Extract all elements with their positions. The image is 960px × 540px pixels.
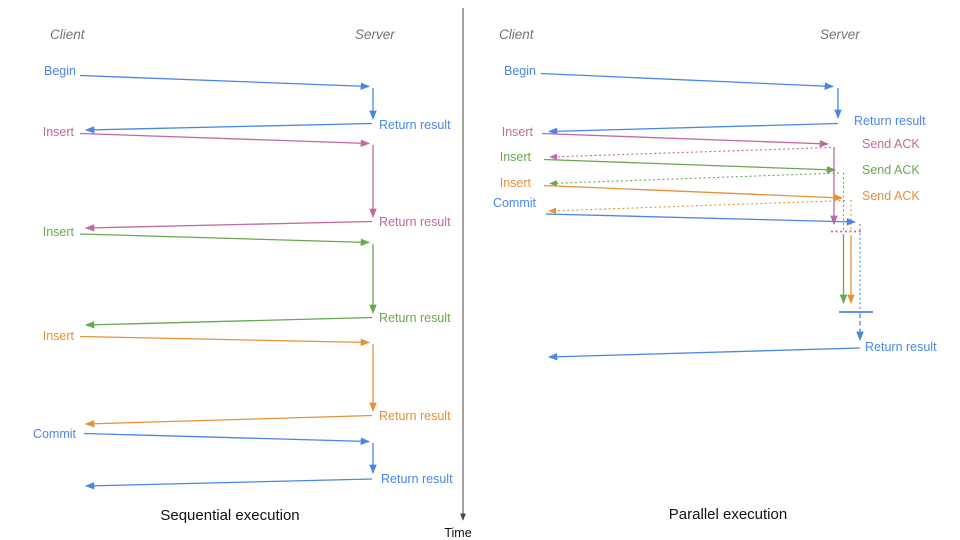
insert3-label: Insert: [500, 176, 532, 190]
parallel-server-header: Server: [820, 27, 860, 42]
sequential-begin-exchange: Begin Return result: [44, 64, 451, 134]
parallel-begin-exchange: Begin Return result: [504, 64, 926, 136]
insert2-label: Insert: [43, 225, 75, 239]
parallel-client-header: Client: [499, 27, 535, 42]
insert3-return-arrow: [84, 414, 373, 428]
insert3-result-label: Return result: [379, 409, 451, 423]
begin-request-arrow: [79, 74, 371, 90]
begin-result-label: Return result: [854, 114, 926, 128]
begin-result-label: Return result: [379, 118, 451, 132]
insert3-ack-label: Send ACK: [862, 189, 920, 203]
sequential-insert2-exchange: Insert Return result: [43, 225, 451, 329]
sequential-panel: Client Server Begin Return result Insert…: [33, 27, 453, 524]
sequential-insert1-exchange: Insert Return result: [43, 125, 451, 232]
commit-return-arrow: [547, 347, 861, 361]
parallel-insert2-exchange: Insert Send ACK: [500, 150, 920, 305]
commit-request-arrow: [83, 432, 371, 446]
begin-request-arrow: [540, 72, 835, 90]
insert1-request-arrow: [79, 132, 371, 147]
insert2-label: Insert: [500, 150, 532, 164]
insert1-ack-label: Send ACK: [862, 137, 920, 151]
insert2-request-arrow: [543, 158, 837, 174]
insert1-result-label: Return result: [379, 215, 451, 229]
insert1-label: Insert: [43, 125, 75, 139]
insert2-request-arrow: [79, 233, 371, 246]
time-axis: Time: [444, 8, 472, 540]
commit-label: Commit: [33, 427, 77, 441]
begin-label: Begin: [44, 64, 76, 78]
begin-return-arrow: [547, 122, 839, 136]
commit-return-arrow: [84, 478, 373, 490]
insert3-request-arrow: [543, 184, 844, 202]
insert1-return-arrow: [84, 220, 373, 232]
commit-label: Commit: [493, 196, 537, 210]
sequential-insert3-exchange: Insert Return result: [43, 329, 451, 428]
commit-request-arrow: [545, 213, 857, 226]
insert3-request-arrow: [79, 335, 371, 347]
begin-return-arrow: [84, 122, 373, 134]
parallel-caption: Parallel execution: [669, 506, 787, 523]
parallel-insert3-exchange: Insert Send ACK: [500, 176, 920, 305]
begin-label: Begin: [504, 64, 536, 78]
sequential-caption: Sequential execution: [160, 507, 299, 524]
insert3-label: Insert: [43, 329, 75, 343]
insert2-ack-label: Send ACK: [862, 163, 920, 177]
insert1-label: Insert: [502, 125, 534, 139]
insert2-ack-return-dotted-arrow: [549, 172, 840, 187]
commit-result-label: Return result: [865, 340, 937, 354]
sequential-client-header: Client: [50, 27, 86, 42]
sequential-server-header: Server: [355, 27, 395, 42]
insert1-ack-return-dotted-arrow: [549, 146, 832, 160]
time-axis-label: Time: [444, 526, 471, 540]
parallel-panel: Client Server Begin Return result Insert…: [493, 27, 937, 523]
sequential-commit-exchange: Commit Return result: [33, 427, 453, 490]
insert1-request-arrow: [541, 132, 830, 148]
parallel-insert1-exchange: Insert Send ACK: [502, 125, 920, 233]
insert2-result-label: Return result: [379, 311, 451, 325]
insert2-return-arrow: [84, 316, 373, 329]
insert3-ack-return-dotted-arrow: [548, 199, 846, 214]
parallel-commit-exchange: Commit Return result: [493, 196, 937, 361]
commit-result-label: Return result: [381, 472, 453, 486]
